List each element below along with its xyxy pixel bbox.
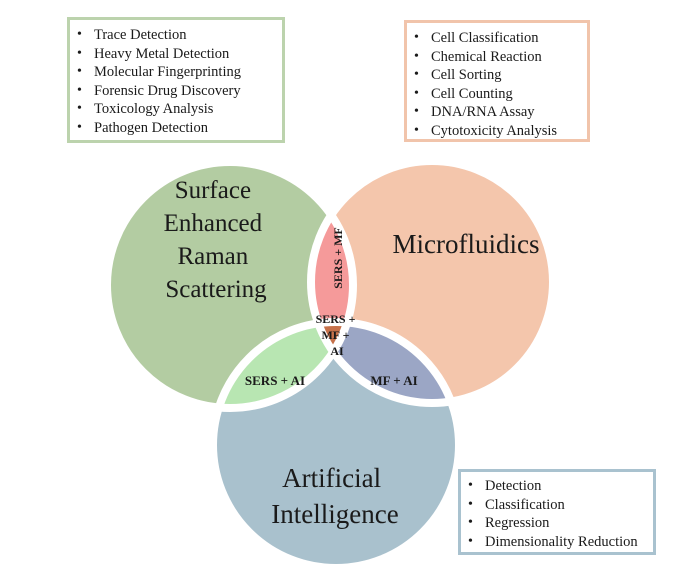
sers-title: Surface Enhanced Raman Scattering [164, 177, 269, 303]
sers-ai-overlap [213, 322, 353, 408]
list-item: Cell Counting [414, 85, 587, 104]
ai-applications-list: Detection Classification Regression Dime… [461, 477, 653, 551]
list-item: Heavy Metal Detection [77, 45, 282, 64]
sers-ai-label: SERS + AI [245, 373, 305, 388]
mf-ai-label: MF + AI [370, 373, 417, 388]
list-item: Detection [468, 477, 653, 496]
list-item: Classification [468, 496, 653, 515]
list-item: Cytotoxicity Analysis [414, 122, 587, 141]
sers-applications-list: Trace Detection Heavy Metal Detection Mo… [70, 26, 282, 138]
ai-title: Artificial Intelligence [271, 463, 398, 529]
list-item: Cell Sorting [414, 66, 587, 85]
mf-title: Microfluidics [393, 229, 540, 259]
list-item: Cell Classification [414, 29, 587, 48]
mf-applications-list: Cell Classification Chemical Reaction Ce… [407, 29, 587, 141]
sers-mf-label: SERS + MF [331, 227, 345, 289]
list-item: DNA/RNA Assay [414, 103, 587, 122]
list-item: Molecular Fingerprinting [77, 63, 282, 82]
list-item: Trace Detection [77, 26, 282, 45]
mf-ai-overlap [311, 322, 459, 403]
list-item: Forensic Drug Discovery [77, 82, 282, 101]
list-item: Toxicology Analysis [77, 100, 282, 119]
ai-applications-box: Detection Classification Regression Dime… [458, 469, 656, 555]
sers-applications-box: Trace Detection Heavy Metal Detection Mo… [67, 17, 285, 143]
list-item: Regression [468, 514, 653, 533]
list-item: Dimensionality Reduction [468, 533, 653, 552]
list-item: Chemical Reaction [414, 48, 587, 67]
center-label: SERS + MF + AI [316, 312, 359, 358]
mf-applications-box: Cell Classification Chemical Reaction Ce… [404, 20, 590, 142]
list-item: Pathogen Detection [77, 119, 282, 138]
